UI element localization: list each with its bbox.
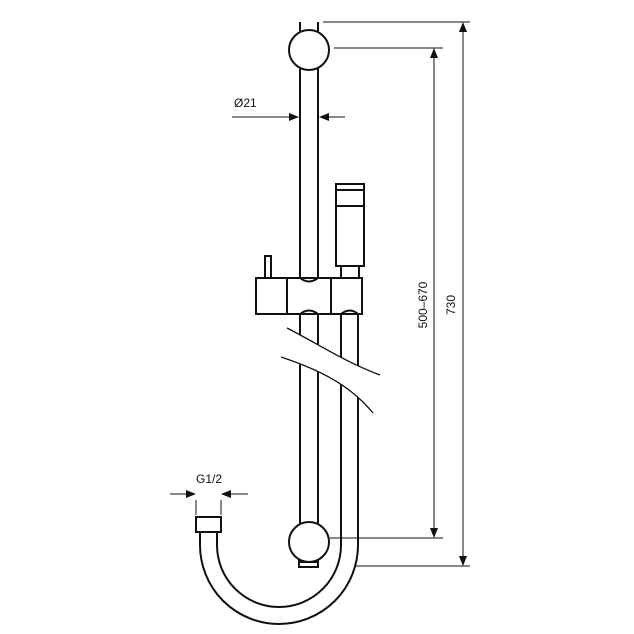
diameter-label: Ø21 — [234, 96, 257, 110]
adjustable-height-label: 500–670 — [416, 281, 430, 329]
connection-label: G1/2 — [196, 472, 223, 486]
top-wall-bracket — [288, 29, 330, 71]
total-height-dimension — [323, 21, 470, 567]
slider-holder — [255, 255, 363, 315]
connection-dimension — [170, 490, 248, 515]
break-lines — [280, 327, 381, 414]
bottom-wall-bracket — [288, 521, 330, 568]
shower-hose — [199, 278, 359, 625]
adjustable-height-dimension — [330, 47, 443, 539]
slide-rail — [299, 22, 319, 530]
total-height-label: 730 — [444, 294, 458, 316]
hand-shower — [335, 183, 365, 279]
hose-connector — [195, 516, 222, 533]
